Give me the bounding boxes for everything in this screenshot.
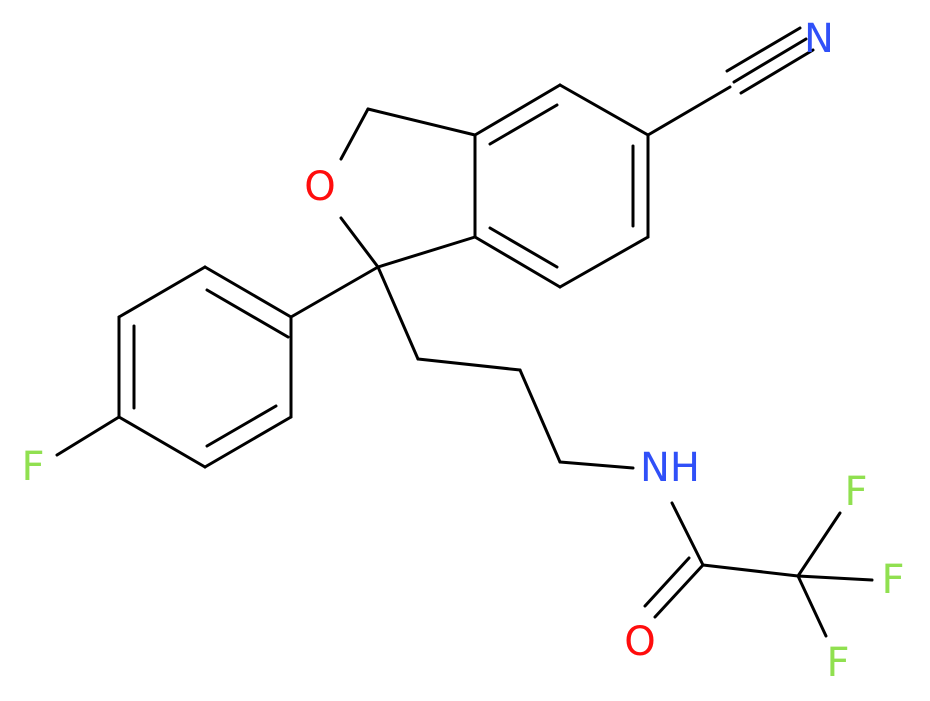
bond xyxy=(488,103,559,146)
bond xyxy=(416,357,522,372)
bond xyxy=(117,265,207,319)
atom-cf3-fluorine-top: F xyxy=(844,469,867,515)
bond-layer xyxy=(55,26,874,638)
bond xyxy=(646,85,732,137)
bond xyxy=(473,83,562,137)
bond xyxy=(643,556,691,608)
bond xyxy=(473,235,562,289)
bond xyxy=(701,563,800,578)
bond xyxy=(205,404,278,448)
bond xyxy=(376,235,477,269)
bond xyxy=(796,574,874,582)
bond xyxy=(518,368,562,464)
atom-amide-nitrogen: NH xyxy=(640,445,700,491)
atom-cf3-fluorine-bottom: F xyxy=(826,640,849,686)
bond xyxy=(366,107,477,137)
atom-cf3-fluorine-right: F xyxy=(881,557,904,603)
bond xyxy=(289,265,380,319)
bond xyxy=(732,37,808,84)
bond xyxy=(55,415,121,457)
bond xyxy=(653,563,705,619)
atom-label-layer: N O F NH O F F F xyxy=(21,16,904,686)
bond xyxy=(558,83,650,137)
bond xyxy=(203,415,293,469)
bond xyxy=(339,216,380,269)
atom-aryl-fluorine: F xyxy=(21,444,44,490)
bond xyxy=(670,501,705,567)
bond xyxy=(796,574,828,638)
bond xyxy=(205,288,290,339)
bond xyxy=(558,235,650,289)
atom-ring-oxygen: O xyxy=(304,164,335,210)
bond xyxy=(558,460,635,470)
atom-nitrile-nitrogen: N xyxy=(804,16,834,62)
bond xyxy=(796,511,842,578)
bond xyxy=(725,26,802,73)
bond xyxy=(376,265,420,361)
bond xyxy=(117,415,207,469)
bond xyxy=(739,48,815,95)
bond xyxy=(488,226,559,269)
atom-carbonyl-oxygen: O xyxy=(624,619,655,665)
bond xyxy=(203,265,293,319)
bond xyxy=(339,107,370,161)
